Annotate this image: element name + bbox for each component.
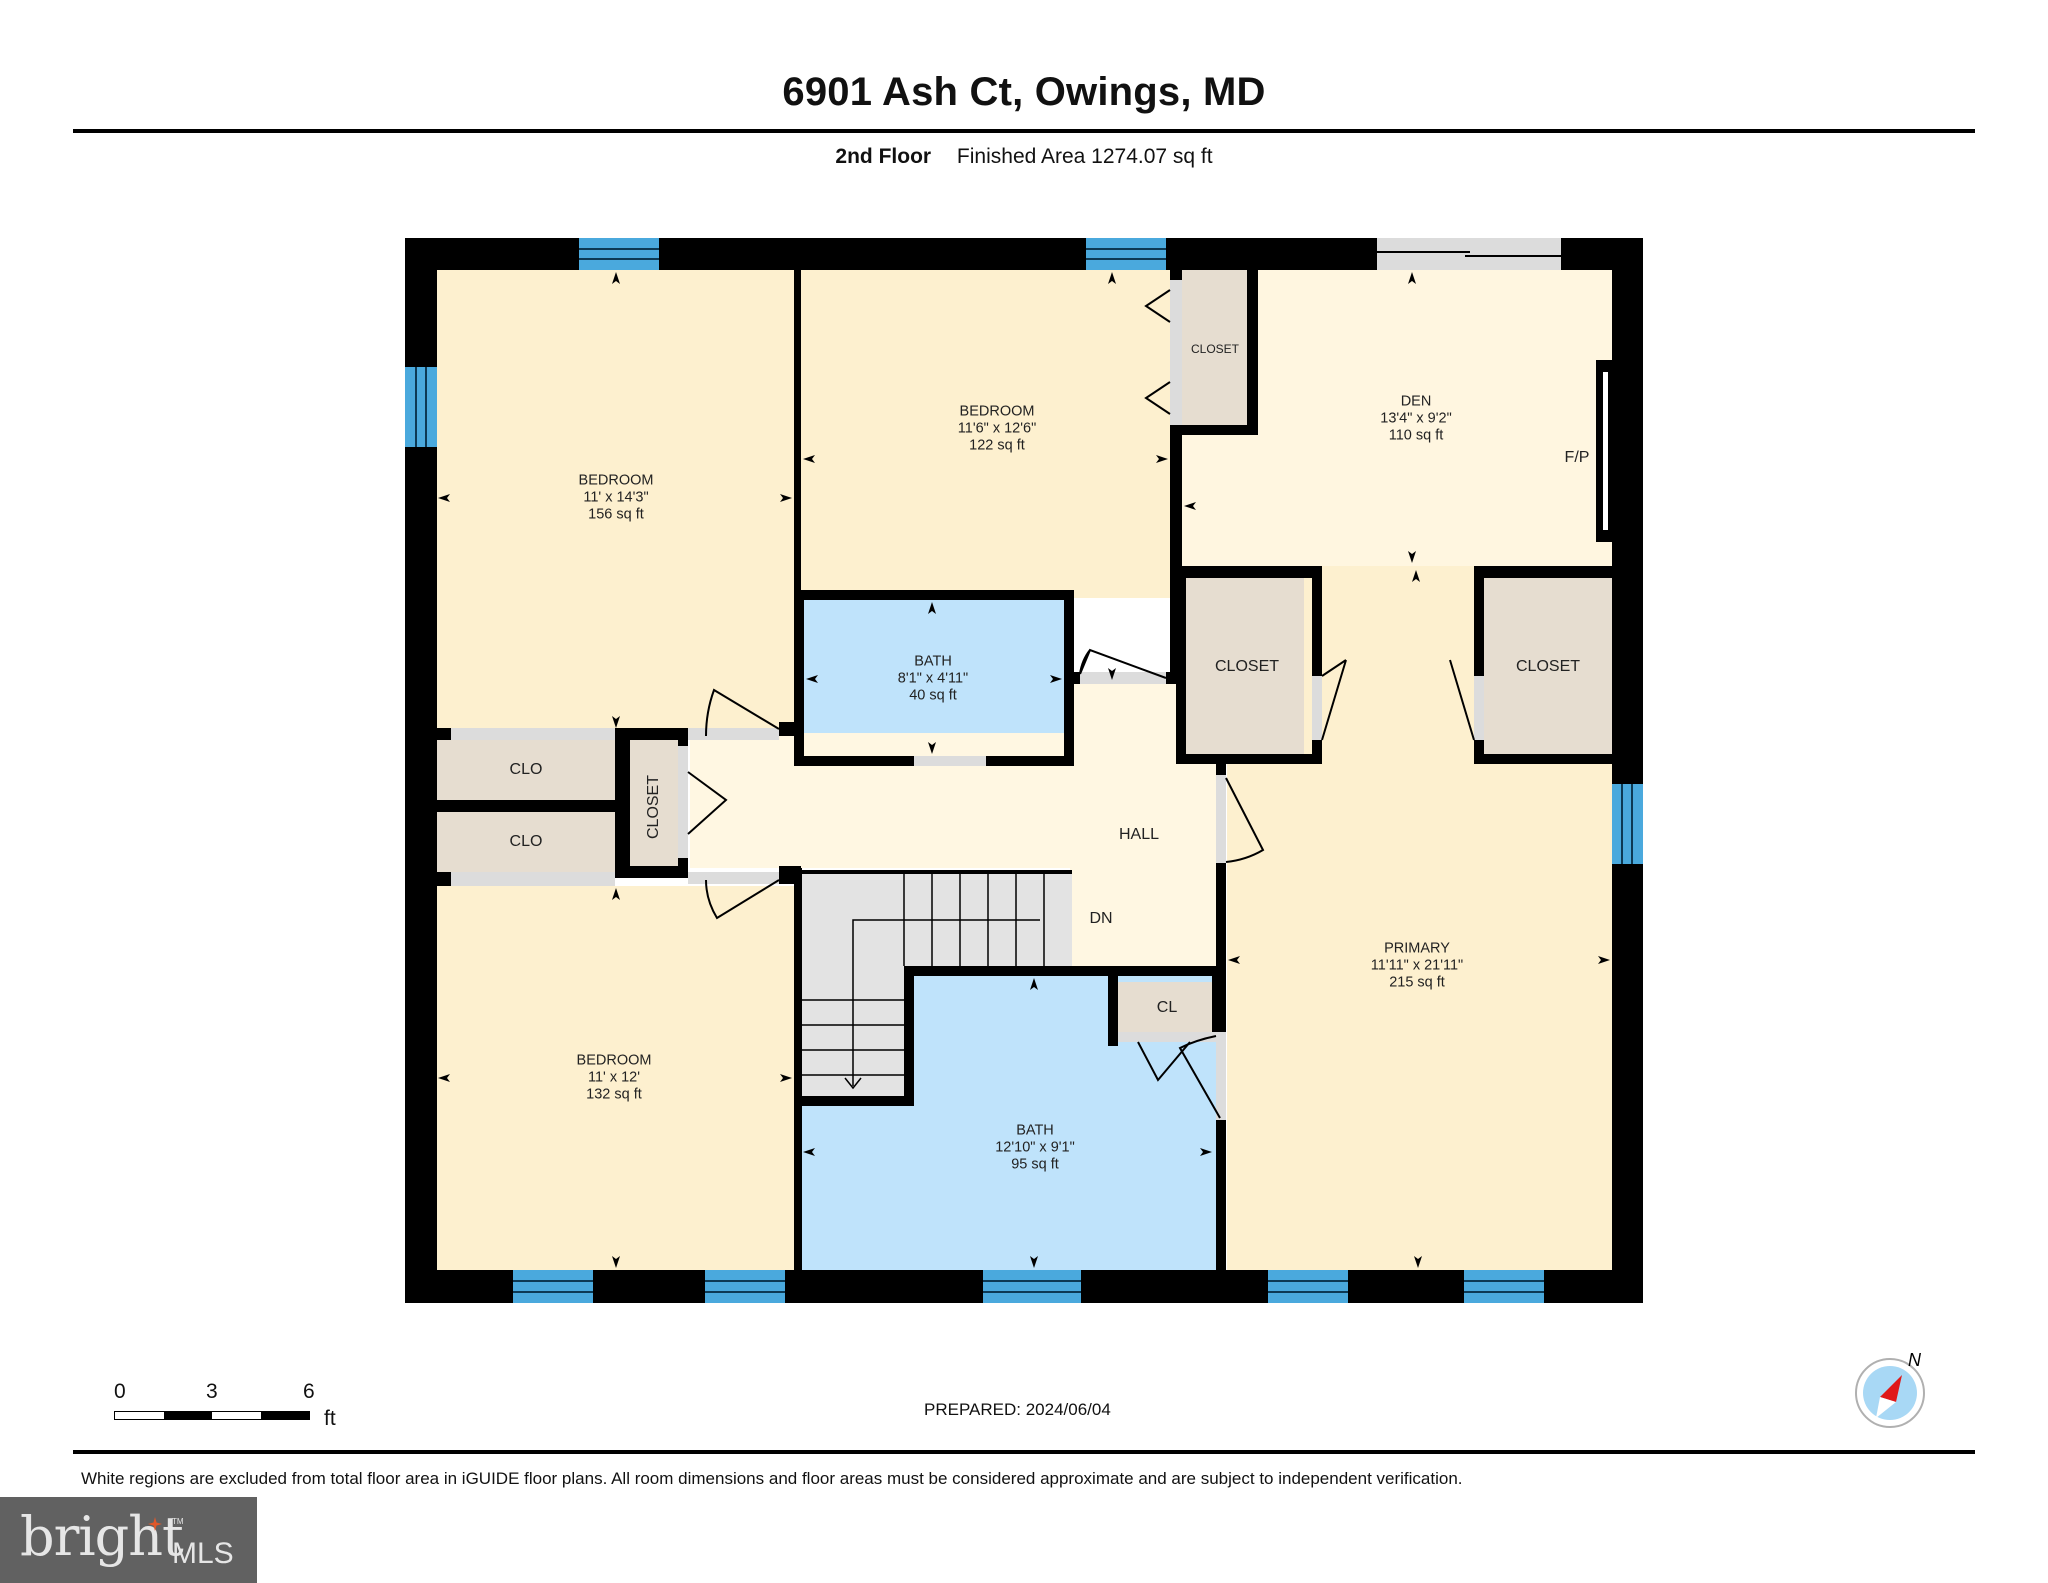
scale-tick: 0 — [114, 1380, 126, 1403]
room-dims: 13'4" x 9'2" — [1380, 410, 1452, 427]
prepared-date: PREPARED: 2024/06/04 — [924, 1400, 1111, 1419]
closet-label: CLOSET — [1515, 658, 1581, 675]
window-icon — [983, 1270, 1081, 1303]
window-icon — [405, 367, 437, 447]
compass-north-label: N — [1908, 1350, 1922, 1370]
room-name: BATH — [914, 653, 952, 670]
room-dims: 11' x 14'3" — [583, 489, 649, 506]
hall-label: HALL — [1118, 826, 1160, 843]
window-icon — [705, 1270, 785, 1303]
window-icon — [1268, 1270, 1348, 1303]
sliding-door-icon — [1377, 238, 1561, 270]
logo-mls: MLS — [172, 1537, 234, 1570]
room-label-den: DEN 13'4" x 9'2" 110 sq ft — [1380, 394, 1451, 445]
window-icon — [513, 1270, 593, 1303]
scale-unit: ft — [324, 1407, 336, 1430]
logo-trademark: TM — [172, 1517, 184, 1526]
room-dims: 11'11" x 21'11" — [1370, 957, 1464, 974]
fireplace-icon — [1596, 360, 1612, 542]
closet-label: CLOSET — [1190, 342, 1240, 356]
room-area: 95 sq ft — [1011, 1156, 1059, 1173]
room-dims: 11'6" x 12'6" — [957, 420, 1037, 437]
room-area: 122 sq ft — [969, 437, 1025, 454]
stairs — [800, 870, 1072, 1090]
room-label-bath-large: BATH 12'10" x 9'1" 95 sq ft — [995, 1123, 1075, 1174]
window-icon — [579, 238, 659, 270]
floor-name: 2nd Floor — [835, 145, 932, 168]
scale-bar-graphic — [114, 1411, 310, 1420]
room-dims: 12'10" x 9'1" — [995, 1139, 1075, 1156]
room-name: BEDROOM — [959, 403, 1035, 420]
window-icon — [1086, 238, 1166, 270]
room-name: DEN — [1400, 393, 1432, 410]
bedroom-nw-fill — [436, 270, 794, 730]
scale-tick: 3 — [206, 1380, 218, 1403]
room-area: 215 sq ft — [1389, 974, 1445, 991]
room-area: 156 sq ft — [588, 506, 644, 523]
room-label-bath-small: BATH 8'1" x 4'11" 40 sq ft — [898, 654, 968, 705]
scale-tick: 6 — [303, 1380, 315, 1403]
room-label-bedroom-n: BEDROOM 11'6" x 12'6" 122 sq ft — [958, 404, 1036, 455]
fireplace-label: F/P — [1564, 449, 1590, 466]
page-title: 6901 Ash Ct, Owings, MD — [782, 70, 1266, 114]
room-name: PRIMARY — [1384, 940, 1450, 957]
room-label-primary: PRIMARY 11'11" x 21'11" 215 sq ft — [1371, 941, 1463, 992]
bright-mls-logo: bright TM MLS — [0, 1497, 257, 1583]
room-dims: 8'1" x 4'11" — [897, 670, 969, 687]
logo-word: bright — [20, 1505, 184, 1568]
room-name: BATH — [1016, 1122, 1054, 1139]
clo-label: CLO — [509, 761, 543, 778]
doors — [451, 280, 1484, 1120]
floor-summary: 2nd Floor Finished Area 1274.07 sq ft — [0, 145, 2048, 169]
disclaimer: White regions are excluded from total fl… — [81, 1469, 1463, 1488]
windows — [405, 238, 1643, 1303]
cl-label: CL — [1156, 999, 1178, 1016]
scale-bar: 0 3 6 ft — [114, 1380, 374, 1440]
room-name: BEDROOM — [578, 472, 654, 489]
bedroom-n-fill — [800, 270, 1170, 598]
room-area: 132 sq ft — [586, 1086, 642, 1103]
logo-star-icon — [148, 1517, 162, 1531]
room-label-bedroom-sw: BEDROOM 11' x 12' 132 sq ft — [577, 1053, 652, 1104]
room-area: 40 sq ft — [909, 687, 957, 704]
compass-icon: N — [1855, 1350, 1925, 1428]
dimension-arrows — [438, 272, 1610, 1268]
finished-area: Finished Area 1274.07 sq ft — [956, 145, 1213, 168]
window-icon — [1464, 1270, 1544, 1303]
room-name: BEDROOM — [576, 1052, 652, 1069]
window-icon — [1612, 784, 1643, 864]
stairs-down-label: DN — [1089, 910, 1113, 927]
room-dims: 11' x 12' — [587, 1069, 641, 1086]
bedroom-sw-fill — [436, 886, 794, 1270]
closet-label: CLOSET — [645, 774, 662, 840]
room-fills — [436, 270, 1612, 1270]
closet-label: CLOSET — [1214, 658, 1280, 675]
clo-label: CLO — [509, 833, 543, 850]
header-rule — [73, 129, 1975, 133]
room-area: 110 sq ft — [1388, 427, 1444, 444]
room-label-bedroom-nw: BEDROOM 11' x 14'3" 156 sq ft — [579, 473, 654, 524]
hall-fill — [690, 733, 1220, 868]
footer-rule — [73, 1450, 1975, 1454]
